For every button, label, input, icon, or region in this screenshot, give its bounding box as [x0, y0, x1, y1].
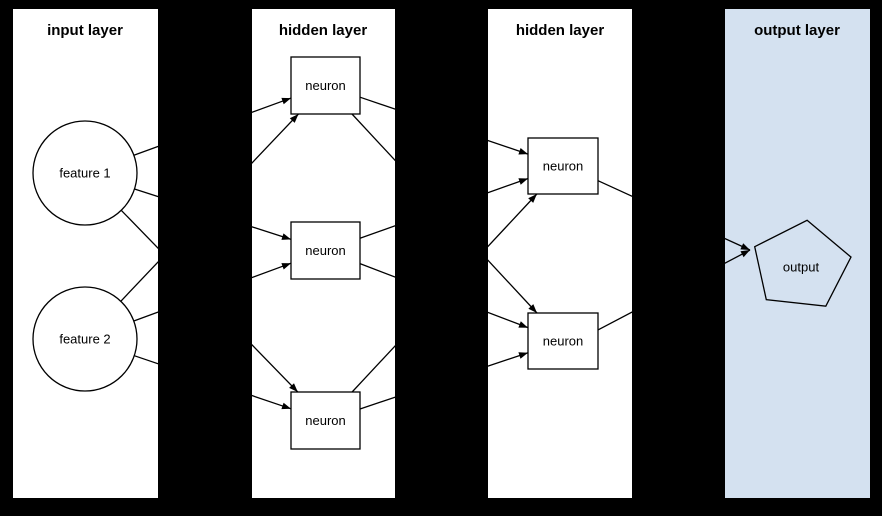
network-nodes: feature 1 feature 2 neuron neuron neuron neur…: [32, 56, 852, 450]
node-shape-h1n3[interactable]: [290, 391, 361, 450]
arrowhead-12: [740, 243, 750, 250]
node-shape-h2n1[interactable]: [527, 137, 599, 195]
occluder-band-6: [0, 498, 882, 516]
arrowhead-4: [281, 263, 291, 270]
node-label-feature2: feature 2: [59, 331, 110, 346]
layer-title-hidden1: hidden layer: [279, 22, 368, 39]
arrowhead-0: [281, 97, 291, 105]
occluder-band-2: [632, 0, 725, 516]
layer-title-input: input layer: [47, 22, 123, 39]
node-shape-h1n2[interactable]: [290, 221, 361, 280]
node-label-out1: output: [783, 259, 820, 274]
node-shape-h1n1[interactable]: [290, 56, 361, 115]
arrowhead-6: [518, 148, 528, 155]
layer-title-hidden2: hidden layer: [516, 22, 605, 39]
node-label-h2n2: neuron: [543, 333, 583, 348]
edge-arrowheads: [281, 97, 750, 410]
occluder-band-4: [870, 0, 882, 516]
arrowhead-11: [518, 352, 528, 359]
node-shape-feature2[interactable]: [32, 286, 138, 392]
node-label-h1n1: neuron: [305, 78, 345, 93]
occluder-band-0: [158, 0, 252, 516]
arrowhead-10: [528, 194, 537, 203]
layer-panel-input: [13, 9, 158, 498]
arrowhead-7: [528, 304, 537, 313]
node-shape-feature1[interactable]: [32, 120, 138, 226]
occluder-band-3: [0, 0, 13, 516]
arrowhead-5: [281, 402, 291, 410]
arrowhead-8: [518, 178, 528, 185]
node-label-h1n3: neuron: [305, 413, 345, 428]
node-label-feature1: feature 1: [59, 165, 110, 180]
layer-panel-hidden2: [488, 9, 632, 498]
node-shape-out1[interactable]: [753, 219, 852, 307]
layer-titles: input layer hidden layer hidden layer outpu…: [47, 22, 840, 39]
node-label-h1n2: neuron: [305, 243, 345, 258]
arrowhead-2: [289, 383, 298, 392]
arrowhead-1: [281, 233, 291, 240]
arrowhead-13: [740, 250, 750, 258]
occluder-band-1: [395, 0, 488, 516]
layer-title-output: output layer: [754, 22, 840, 39]
arrowhead-3: [289, 114, 299, 123]
arrowhead-9: [518, 321, 528, 328]
node-shape-h2n2[interactable]: [527, 312, 599, 370]
occluder-band-5: [0, 0, 882, 9]
node-label-h2n1: neuron: [543, 158, 583, 173]
